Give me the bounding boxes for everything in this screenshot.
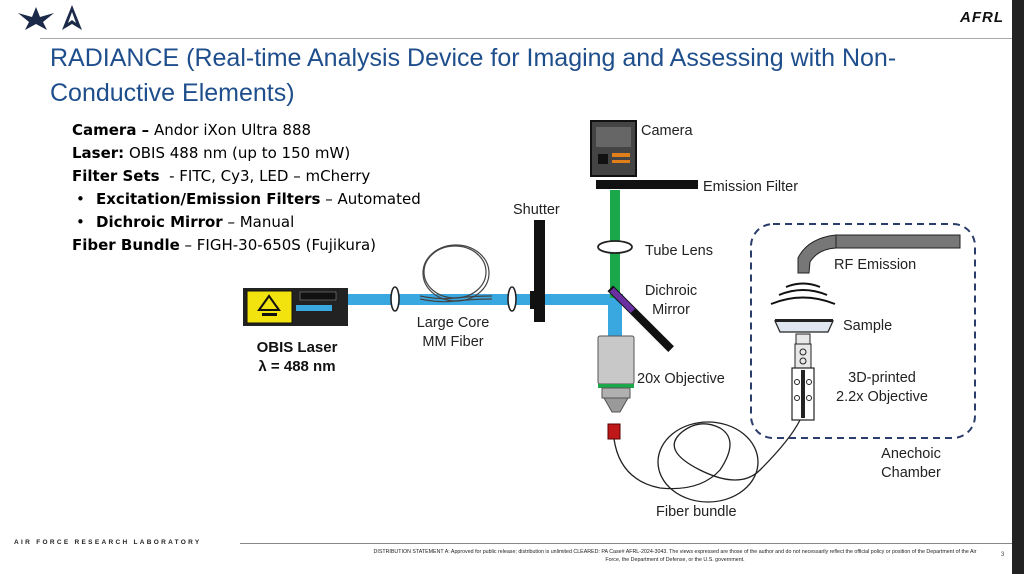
spec-value: – Automated (320, 190, 421, 208)
tube-lens-label: Tube Lens (645, 243, 713, 259)
dichroic-mirror-label: Dichroic Mirror (636, 282, 706, 320)
shutter-label: Shutter (513, 202, 560, 218)
spec-label: Filter Sets (72, 167, 160, 185)
spec-value: - FITC, Cy3, LED – mCherry (159, 167, 371, 185)
title-divider (40, 38, 1024, 39)
objective-22x-line1: 3D-printed (848, 370, 916, 386)
spec-value: – Manual (222, 213, 295, 231)
spec-label: Laser: (72, 144, 125, 162)
spec-label: Excitation/Emission Filters (96, 190, 321, 208)
spec-value: Andor iXon Ultra 888 (149, 121, 312, 139)
fiber-bundle-icon (613, 419, 801, 503)
footer-divider (240, 543, 1024, 544)
dichroic-line1: Dichroic (644, 283, 698, 299)
rf-horn-icon (797, 234, 961, 274)
tube-lens (597, 240, 633, 254)
spec-dichroic-mirror: • Dichroic Mirror – Manual (72, 211, 421, 234)
emission-filter-label: Emission Filter (703, 179, 799, 195)
laser-wavelength: λ = 488 nm (258, 358, 336, 375)
objective-3d-printed-icon (791, 333, 815, 421)
fiber-label-line1: Large Core (416, 315, 490, 331)
fiber-tip (607, 423, 621, 440)
objective-20x-label: 20x Objective (637, 371, 725, 387)
header-bar: AFRL (0, 0, 1024, 40)
spec-value: – FIGH-30-650S (Fujikura) (179, 236, 377, 254)
objective-22x-label: 3D-printed 2.2x Objective (826, 369, 938, 407)
spec-fiber-bundle: Fiber Bundle – FIGH-30-650S (Fujikura) (72, 234, 421, 257)
anechoic-chamber-label: Anechoic Chamber (868, 445, 954, 483)
laser-name-label: OBIS Laser λ = 488 nm (242, 338, 352, 376)
camera-label: Camera (641, 123, 693, 139)
spec-value: OBIS 488 nm (up to 150 mW) (124, 144, 351, 162)
dichroic-mirror-icon (607, 285, 674, 352)
space-force-logo-icon (62, 5, 82, 30)
shutter (534, 220, 545, 322)
objective-20x-icon (597, 335, 635, 413)
slide-title: RADIANCE (Real-time Analysis Device for … (50, 44, 897, 107)
large-core-fiber-label: Large Core MM Fiber (404, 314, 502, 352)
fiber-label-line2: MM Fiber (422, 334, 484, 350)
spec-excitation-filters: • Excitation/Emission Filters – Automated (72, 188, 421, 211)
spec-label: Camera – (72, 121, 150, 139)
emission-filter (596, 180, 698, 189)
page-number: 3 (1001, 552, 1005, 558)
sample-label: Sample (843, 318, 893, 334)
spec-camera: Camera – Andor iXon Ultra 888 (72, 119, 421, 142)
distribution-statement: DISTRIBUTION STATEMENT A: Approved for p… (373, 549, 977, 563)
fiber-bundle-label: Fiber bundle (656, 504, 737, 520)
anechoic-chamber (750, 223, 976, 439)
footer-lab-name: AIR FORCE RESEARCH LABORATORY (14, 539, 202, 546)
coupling-lens-1 (390, 286, 400, 312)
rf-emission-label: RF Emission (834, 257, 917, 273)
anechoic-line1: Anechoic (881, 446, 941, 462)
bullet-icon: • (76, 190, 85, 208)
camera-icon (590, 120, 637, 177)
air-force-logo-icon (18, 7, 54, 30)
laser-name: OBIS Laser (256, 339, 338, 356)
large-core-fiber-icon (419, 244, 493, 303)
sample-icon (774, 319, 834, 333)
window-edge (1012, 0, 1024, 574)
spec-laser: Laser: OBIS 488 nm (up to 150 mW) (72, 142, 421, 165)
spec-filter-sets: Filter Sets - FITC, Cy3, LED – mCherry (72, 165, 421, 188)
dichroic-line2: Mirror (652, 302, 690, 318)
coupling-lens-2 (507, 286, 517, 312)
excitation-beam (608, 300, 622, 340)
bullet-icon: • (76, 213, 85, 231)
rf-waves-icon (770, 282, 836, 305)
anechoic-line2: Chamber (881, 465, 941, 481)
spec-list: Camera – Andor iXon Ultra 888 Laser: OBI… (72, 119, 421, 257)
spec-label: Fiber Bundle (72, 236, 180, 254)
spec-label: Dichroic Mirror (96, 213, 223, 231)
objective-22x-line2: 2.2x Objective (836, 389, 928, 405)
afrl-logo: AFRL (960, 9, 1004, 26)
obis-laser-icon (243, 288, 348, 326)
